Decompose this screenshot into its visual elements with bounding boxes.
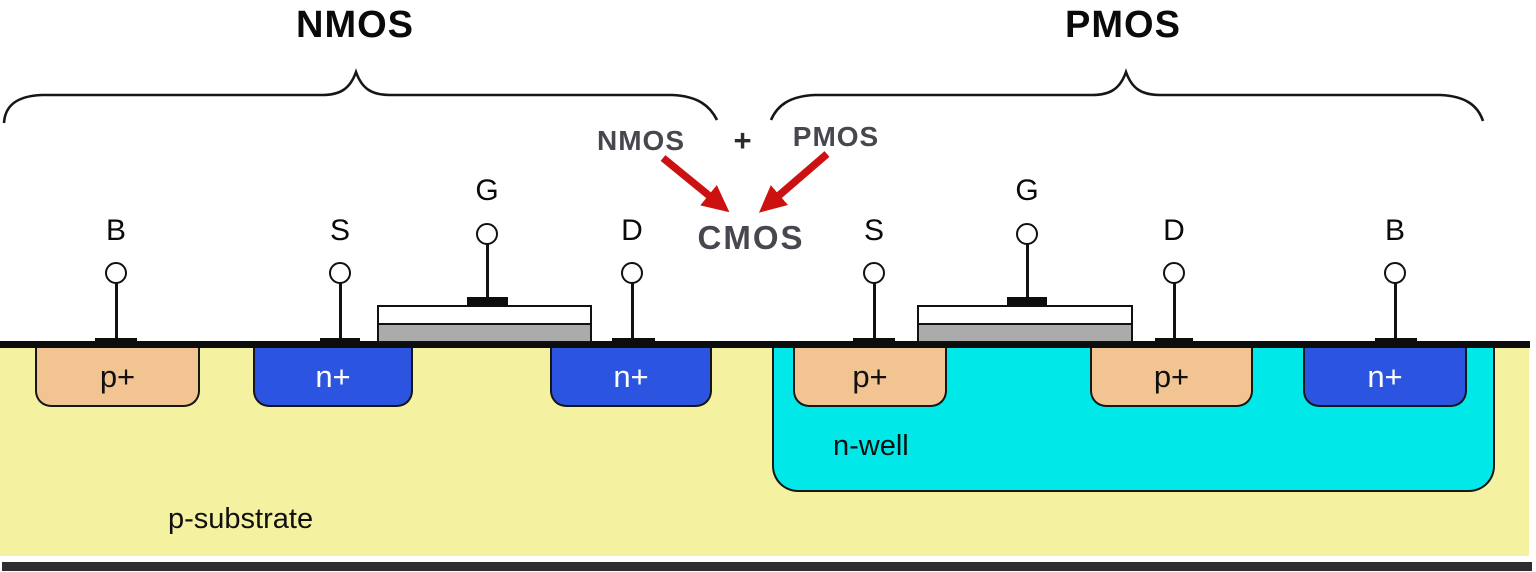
pmos-drain-terminal-circle bbox=[1163, 262, 1185, 284]
nmos-gate-contact-pad bbox=[467, 297, 508, 306]
nmos-bulk-contact-pad bbox=[95, 338, 137, 347]
nmos-drain-terminal-circle bbox=[621, 262, 643, 284]
nmos-drain-contact-pad bbox=[612, 338, 655, 347]
nmos-gate-terminal-circle bbox=[476, 223, 498, 245]
nmos-bulk-terminal-circle bbox=[105, 262, 127, 284]
pmos-to-cmos-arrow-icon bbox=[758, 151, 830, 213]
pmos-section-title: PMOS bbox=[1065, 4, 1181, 46]
equation-nmos-label: NMOS bbox=[597, 125, 685, 156]
nmos-source-terminal-wire bbox=[339, 283, 342, 341]
nmos-gate-terminal-wire bbox=[486, 244, 489, 299]
pmos-brace-icon bbox=[769, 68, 1485, 122]
pmos-source-region-label: p+ bbox=[852, 359, 888, 394]
nmos-gate-poly-layer bbox=[377, 305, 592, 325]
nmos-gate-terminal-label: G bbox=[475, 174, 499, 207]
pmos-source-terminal-circle bbox=[863, 262, 885, 284]
pmos-gate-terminal-circle bbox=[1016, 223, 1038, 245]
nmos-bulk-contact-region-label: p+ bbox=[99, 359, 136, 394]
pmos-drain-region: p+ bbox=[1090, 348, 1253, 407]
pmos-bulk-contact-pad bbox=[1375, 338, 1417, 347]
nmos-gate-oxide-layer bbox=[377, 323, 592, 343]
pmos-source-region: p+ bbox=[793, 348, 947, 407]
pmos-gate-terminal-label: G bbox=[1015, 174, 1039, 207]
nmos-drain-region: n+ bbox=[550, 348, 712, 407]
pmos-source-terminal-wire bbox=[873, 283, 876, 341]
nmos-source-region: n+ bbox=[253, 348, 413, 407]
pmos-bulk-contact-region: n+ bbox=[1303, 348, 1467, 407]
equation-cmos-result-label: CMOS bbox=[697, 219, 805, 256]
equation-pmos-label: PMOS bbox=[792, 121, 880, 152]
pmos-source-terminal-label: S bbox=[863, 214, 884, 247]
nmos-source-contact-pad bbox=[320, 338, 360, 347]
nmos-to-cmos-arrow-icon bbox=[660, 155, 730, 213]
pmos-bulk-terminal-wire bbox=[1394, 283, 1397, 341]
nmos-drain-terminal-wire bbox=[631, 283, 634, 341]
pmos-source-contact-pad bbox=[853, 338, 895, 347]
pmos-gate-oxide-layer bbox=[917, 323, 1133, 343]
pmos-drain-region-label: p+ bbox=[1153, 359, 1190, 394]
pmos-bulk-terminal-circle bbox=[1384, 262, 1406, 284]
nmos-bulk-terminal-label: B bbox=[105, 214, 126, 247]
pmos-drain-terminal-wire bbox=[1173, 283, 1176, 341]
nmos-drain-terminal-label: D bbox=[621, 214, 643, 247]
wafer-bottom-bar bbox=[2, 562, 1532, 571]
pmos-drain-terminal-label: D bbox=[1163, 214, 1185, 247]
pmos-bulk-contact-region-label: n+ bbox=[1367, 359, 1403, 394]
pmos-drain-contact-pad bbox=[1155, 338, 1193, 347]
silicon-surface-line bbox=[0, 341, 1530, 348]
nmos-source-region-label: n+ bbox=[315, 359, 351, 394]
pmos-gate-terminal-wire bbox=[1026, 244, 1029, 299]
nmos-section-title: NMOS bbox=[296, 4, 414, 46]
nmos-source-terminal-label: S bbox=[329, 214, 350, 247]
nmos-brace-icon bbox=[2, 68, 719, 124]
pmos-bulk-terminal-label: B bbox=[1384, 214, 1405, 247]
nmos-bulk-terminal-wire bbox=[115, 283, 118, 341]
pmos-gate-poly-layer bbox=[917, 305, 1133, 325]
nmos-bulk-contact-region: p+ bbox=[35, 348, 200, 407]
nmos-drain-region-label: n+ bbox=[613, 359, 649, 394]
equation-plus-sign: + bbox=[733, 123, 753, 158]
n-well-label: n-well bbox=[833, 430, 909, 462]
pmos-gate-contact-pad bbox=[1007, 297, 1047, 306]
p-substrate-label: p-substrate bbox=[168, 503, 314, 535]
nmos-source-terminal-circle bbox=[329, 262, 351, 284]
